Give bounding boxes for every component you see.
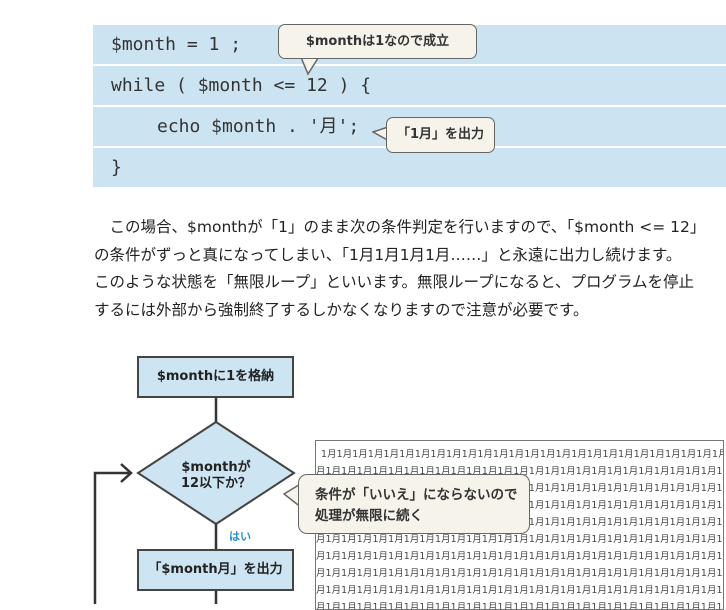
paragraph-line: するには外部から強制終了するしかなくなりますので注意が必要です。 bbox=[94, 300, 589, 319]
condition-text: $monthが 12以下か？ bbox=[180, 460, 252, 491]
flow-output-box: 「$month月」を出力 bbox=[137, 549, 294, 591]
paragraph-line: の条件がずっと真になってしまい、「1月1月1月1月……」と永遠に出力し続けます。 bbox=[94, 245, 682, 264]
output-row: 月1月1月1月1月1月1月1月1月1月1月1月1月1月1月1月1月1月1月1月1… bbox=[316, 602, 724, 610]
paragraph-line: このような状態を「無限ループ」といいます。無限ループになると、プログラムを停止 bbox=[94, 273, 695, 291]
loop-back-arrow bbox=[93, 471, 130, 604]
callout-infinite-loop: 条件が「いいえ」にならないので 処理が無限に続く bbox=[298, 474, 530, 534]
callout-output-1-month: 「1月」を出力 bbox=[386, 117, 495, 153]
code-line: } bbox=[93, 148, 726, 187]
output-row: 月1月1月1月1月1月1月1月1月1月1月1月1月1月1月1月1月1月1月1月1… bbox=[316, 534, 724, 545]
callout-month-is-1: $monthは1なので成立 bbox=[278, 24, 477, 59]
output-row: 月1月1月1月1月1月1月1月1月1月1月1月1月1月1月1月1月1月1月1月1… bbox=[316, 551, 724, 562]
output-row: 1月1月1月1月1月1月1月1月1月1月1月1月1月1月1月1月1月1月1月1月… bbox=[321, 449, 724, 460]
yes-label: はい bbox=[229, 530, 251, 543]
paragraph-line: この場合、$monthが「1」のまま次の条件判定を行いますので、「$month … bbox=[94, 218, 706, 236]
body-paragraph: この場合、$monthが「1」のまま次の条件判定を行いますので、「$month … bbox=[94, 214, 726, 324]
output-row: 月1月1月1月1月1月1月1月1月1月1月1月1月1月1月1月1月1月1月1月1… bbox=[316, 585, 724, 596]
output-row: 月1月1月1月1月1月1月1月1月1月1月1月1月1月1月1月1月1月1月1月1… bbox=[316, 466, 724, 477]
output-row: 月1月1月1月1月1月1月1月1月1月1月1月1月1月1月1月1月1月1月1月1… bbox=[316, 568, 724, 579]
code-line: while ( $month <= 12 ) { bbox=[93, 66, 726, 105]
flow-start-box: $monthに1を格納 bbox=[137, 356, 294, 398]
